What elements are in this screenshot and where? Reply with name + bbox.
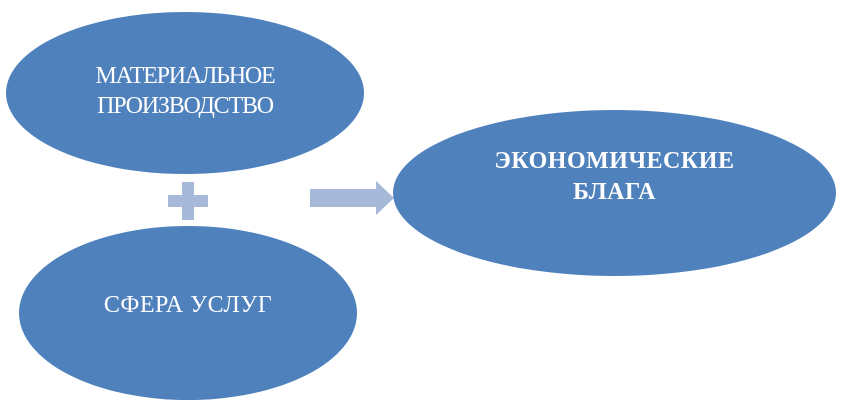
arrow-right-icon	[310, 181, 394, 215]
economic-goods-node: ЭКОНОМИЧЕСКИЕ БЛАГА	[393, 110, 836, 276]
economic-goods-label: ЭКОНОМИЧЕСКИЕ БЛАГА	[494, 147, 735, 205]
service-sector-label: СФЕРА УСЛУГ	[103, 292, 273, 318]
material-production-label: МАТЕРИАЛЬНОЕ ПРОИЗВОДСТВО	[95, 63, 276, 119]
material-production-node: МАТЕРИАЛЬНОЕ ПРОИЗВОДСТВО	[6, 12, 364, 174]
plus-icon	[168, 182, 208, 220]
service-sector-node: СФЕРА УСЛУГ	[19, 226, 357, 400]
